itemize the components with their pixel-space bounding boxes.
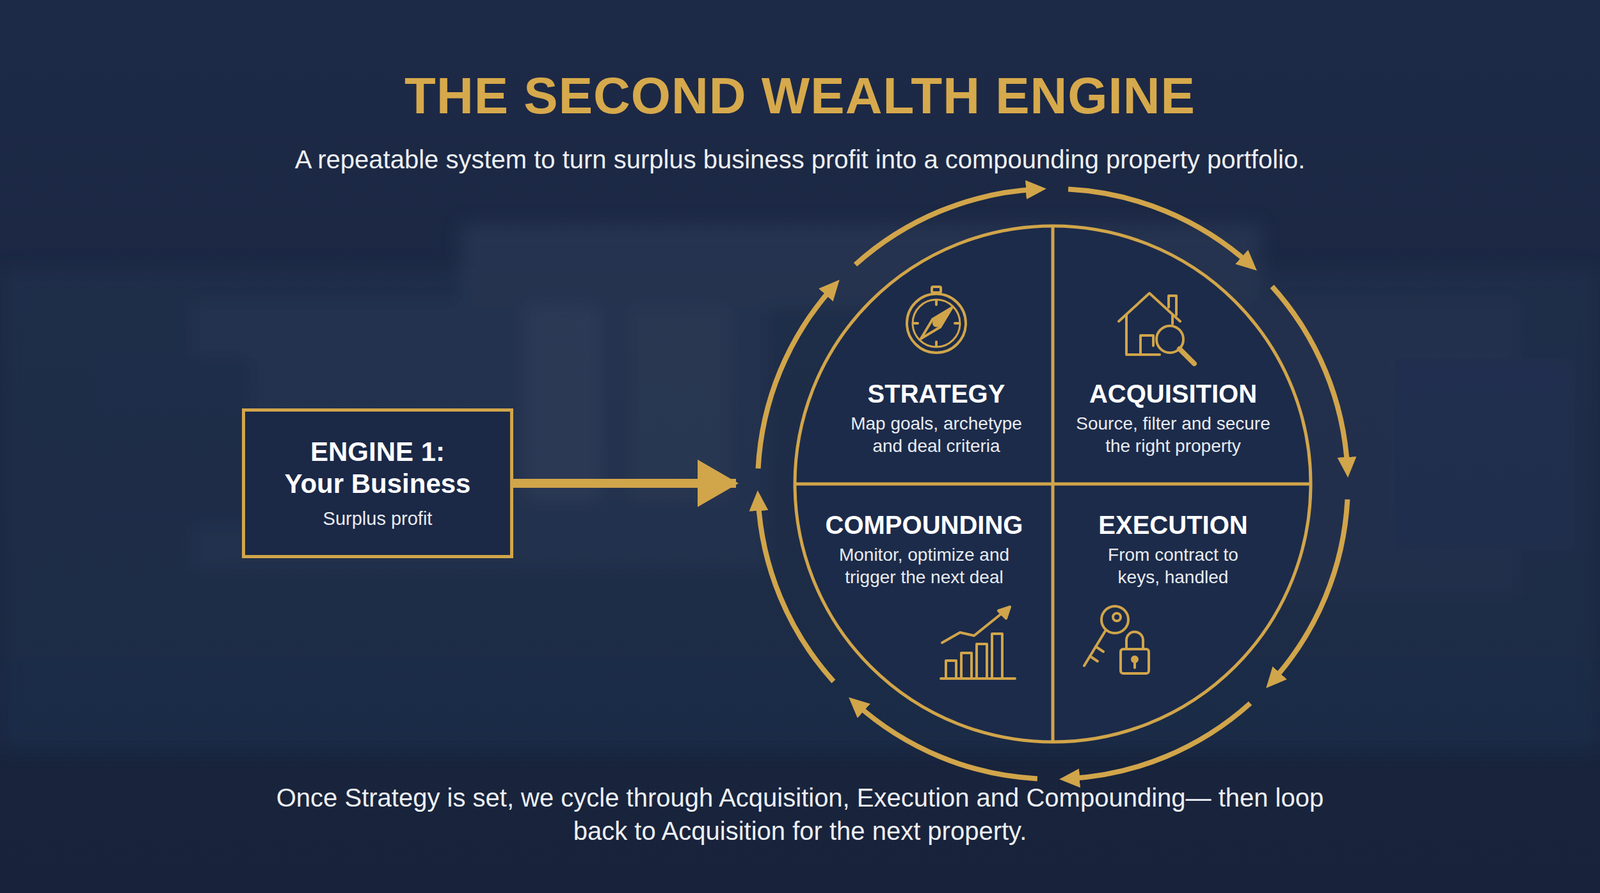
node-heading: EXECUTION [1089,510,1257,540]
cycle-arrow-arc [1272,499,1348,681]
node-body: Surplus profit [323,506,433,530]
engine-box: ENGINE 1: Your BusinessSurplus profit [241,408,514,559]
wheel-divider [794,482,1311,486]
title: THE SECOND WEALTH ENGINE [0,66,1600,126]
stage-quadrant: STRATEGYMap goals, archetype and deal cr… [837,378,1036,457]
node-heading: COMPOUNDING [815,510,1033,540]
stage-quadrant: ACQUISITIONSource, filter and secure the… [1061,378,1286,457]
stage-quadrant: COMPOUNDINGMonitor, optimize and trigger… [815,510,1033,589]
cycle-arrow-arc [855,703,1038,779]
cycle-arrow-arc [758,499,834,681]
cycle-arrow-arc [855,189,1038,265]
cycle-connector [513,483,736,484]
stage-quadrant: EXECUTIONFrom contract to keys, handled [1089,510,1257,589]
node-body: Source, filter and secure the right prop… [1061,412,1286,457]
feed-arrow [513,478,736,488]
node-body: Map goals, archetype and deal criteria [837,412,1036,457]
subtitle: A repeatable system to turn surplus busi… [64,143,1536,176]
cycle-arrow-arc [1068,703,1250,779]
house-search-icon [1118,293,1195,364]
cycle-arrow-arc [758,286,834,469]
caption: Once Strategy is set, we cycle through A… [249,780,1351,848]
node-heading: ENGINE 1: Your Business [280,435,476,500]
cycle-connector [1272,286,1348,682]
cycle-arrow-arc [1272,286,1348,469]
node-body: From contract to keys, handled [1089,543,1257,589]
node-heading: STRATEGY [837,378,1036,409]
growth-chart-icon [940,606,1016,679]
cycle-connector [855,703,1251,779]
compass-icon [906,286,966,353]
wheel-circle [794,225,1311,742]
cycle-connector [758,286,834,682]
node-heading: ACQUISITION [1061,378,1286,409]
node-body: Monitor, optimize and trigger the next d… [815,543,1033,589]
key-lock-icon [1084,606,1149,674]
cycle-connector [855,189,1251,265]
cycle-arrow-arc [1068,189,1250,265]
